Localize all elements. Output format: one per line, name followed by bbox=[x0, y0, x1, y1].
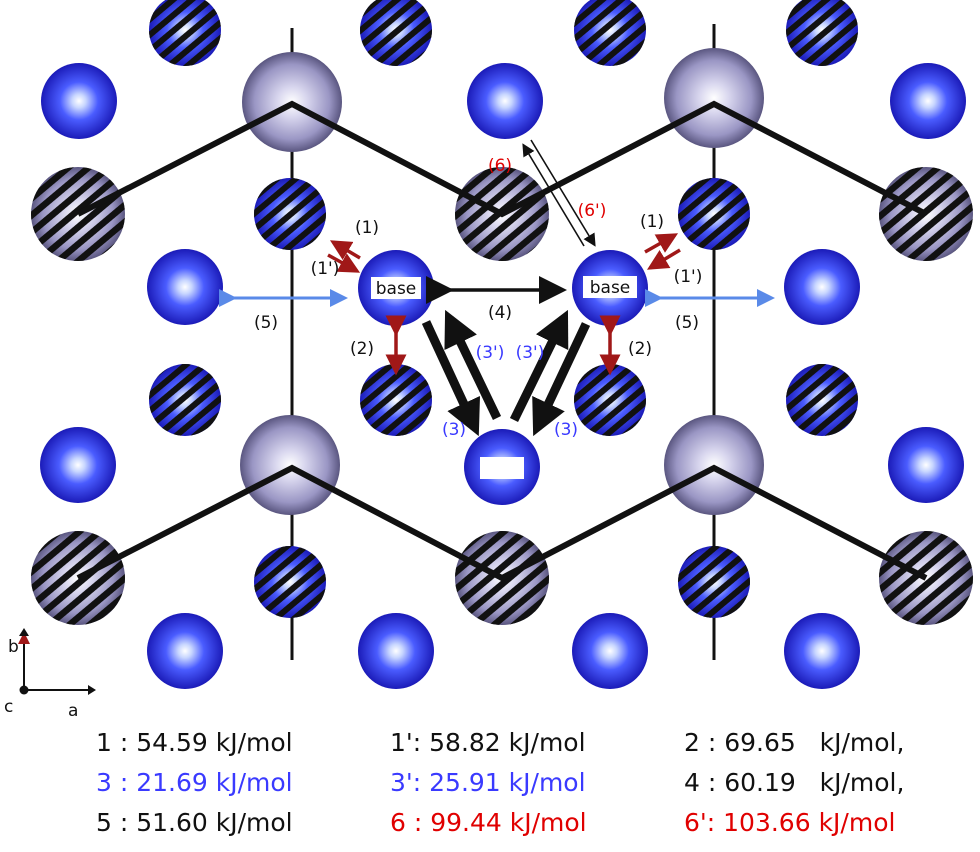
arrow-1p-left bbox=[327, 253, 361, 273]
hatched-atoms-small bbox=[149, 0, 858, 618]
legend-item: 5 : 51.60 kJ/mol bbox=[96, 808, 293, 837]
axes-indicator: b c a bbox=[4, 628, 96, 721]
label-2-right: (2) bbox=[628, 339, 652, 359]
legend-row-1: 1 : 54.59 kJ/mol 1': 58.82 kJ/mol 2 : 69… bbox=[0, 728, 980, 768]
arrow-3p-right bbox=[509, 309, 569, 422]
hatched-atom bbox=[574, 0, 646, 66]
blue-atom bbox=[784, 613, 860, 689]
arrow-1-right bbox=[644, 233, 679, 254]
arrow-3-left bbox=[421, 320, 481, 437]
label-3-right: (3) bbox=[554, 420, 578, 440]
blue-atom bbox=[147, 613, 223, 689]
axis-b-label: b bbox=[8, 637, 19, 657]
hatched-atom bbox=[254, 178, 326, 250]
hatched-atom bbox=[360, 0, 432, 66]
axis-b-head bbox=[19, 628, 29, 636]
label-3-left: (3) bbox=[442, 420, 466, 440]
hatched-atom bbox=[678, 178, 750, 250]
label-6: (6) bbox=[488, 156, 512, 176]
label-1-right: (1) bbox=[640, 212, 664, 232]
label-4: (4) bbox=[488, 303, 512, 323]
hatched-atom bbox=[786, 0, 858, 66]
axis-c-dot bbox=[19, 685, 29, 695]
chain-upper bbox=[76, 100, 928, 218]
blue-atom bbox=[467, 63, 543, 139]
hatched-atom bbox=[149, 0, 221, 66]
arrow-1-left bbox=[329, 240, 361, 260]
hatched-atom bbox=[149, 364, 221, 436]
axis-a-head bbox=[88, 685, 96, 695]
arrow-6 bbox=[522, 143, 585, 247]
legend-item: 6 : 99.44 kJ/mol bbox=[390, 808, 587, 837]
arrow-3p-left bbox=[444, 309, 502, 420]
label-5-right: (5) bbox=[675, 313, 699, 333]
legend-row-2: 3 : 21.69 kJ/mol 3': 25.91 kJ/mol 4 : 60… bbox=[0, 768, 980, 808]
blue-atom bbox=[41, 63, 117, 139]
blue-atom bbox=[890, 63, 966, 139]
label-1-left: (1) bbox=[355, 218, 379, 238]
gray-atom bbox=[664, 48, 764, 148]
blue-atoms bbox=[40, 63, 966, 689]
base-label-box-left bbox=[371, 277, 421, 299]
label-3p-left: (3') bbox=[476, 343, 505, 363]
base-label-right: base bbox=[590, 278, 631, 298]
crystal-diagram: base base (1) (1') (1) (1') (2) (2) (4) … bbox=[4, 0, 973, 721]
legend-item: 6': 103.66 kJ/mol bbox=[684, 808, 896, 837]
vacancy-box bbox=[480, 457, 524, 479]
blue-atom bbox=[40, 427, 116, 503]
blue-atom bbox=[784, 249, 860, 325]
label-6p: (6') bbox=[578, 201, 607, 221]
hatched-atom bbox=[786, 364, 858, 436]
label-1p-left: (1') bbox=[311, 259, 340, 279]
legend-item: 1 : 54.59 kJ/mol bbox=[96, 728, 293, 757]
legend-item: 4 : 60.19 kJ/mol, bbox=[684, 768, 905, 797]
label-5-left: (5) bbox=[254, 313, 278, 333]
legend-item: 3 : 21.69 kJ/mol bbox=[96, 768, 293, 797]
arrow-3-right bbox=[532, 322, 591, 437]
blue-atom bbox=[147, 249, 223, 325]
axis-c-label: c bbox=[4, 697, 13, 717]
chain-lower bbox=[76, 464, 928, 582]
blue-atom bbox=[358, 613, 434, 689]
hatched-atom bbox=[574, 364, 646, 436]
gray-atoms bbox=[240, 48, 764, 515]
gray-atom bbox=[240, 415, 340, 515]
base-label-left: base bbox=[376, 279, 417, 299]
hatched-atom bbox=[360, 364, 432, 436]
energy-legend: 1 : 54.59 kJ/mol 1': 58.82 kJ/mol 2 : 69… bbox=[0, 728, 980, 852]
blue-atom bbox=[572, 613, 648, 689]
blue-atom bbox=[888, 427, 964, 503]
legend-item: 2 : 69.65 kJ/mol, bbox=[684, 728, 905, 757]
legend-row-3: 5 : 51.60 kJ/mol 6 : 99.44 kJ/mol 6': 10… bbox=[0, 808, 980, 848]
arrow-6p bbox=[530, 139, 596, 247]
axis-a-label: a bbox=[68, 701, 78, 721]
legend-item: 3': 25.91 kJ/mol bbox=[390, 768, 586, 797]
arrow-1p-right bbox=[646, 248, 681, 270]
hatched-atom bbox=[678, 546, 750, 618]
label-3p-right: (3') bbox=[516, 343, 545, 363]
label-2-left: (2) bbox=[350, 339, 374, 359]
label-1p-right: (1') bbox=[674, 267, 703, 287]
hatched-atom bbox=[254, 546, 326, 618]
legend-item: 1': 58.82 kJ/mol bbox=[390, 728, 586, 757]
base-label-box-right bbox=[583, 276, 637, 298]
